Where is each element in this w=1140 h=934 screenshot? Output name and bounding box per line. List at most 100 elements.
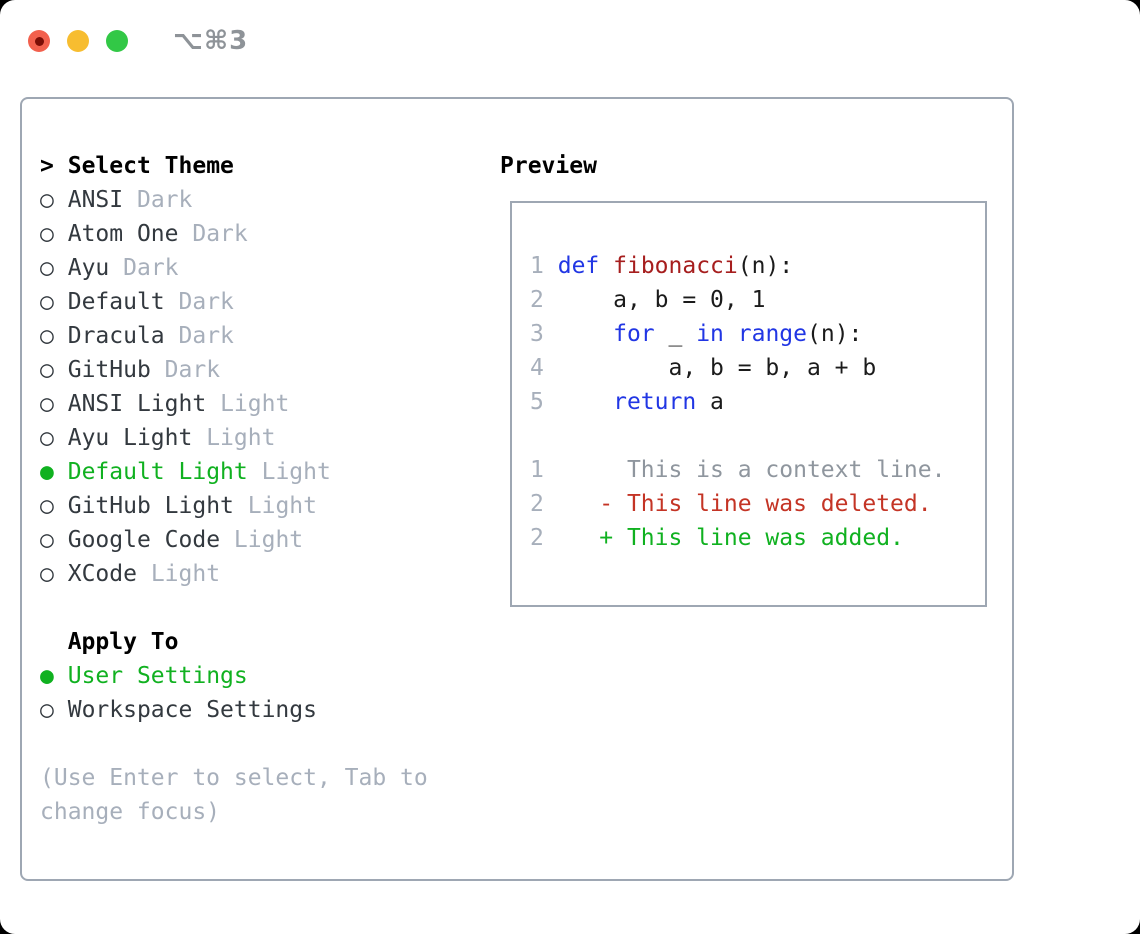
- theme-variant-tag: Light: [233, 527, 304, 553]
- blank-line: [530, 419, 985, 453]
- line-number: 3: [530, 321, 544, 347]
- theme-option-default-light[interactable]: ● Default Light Light: [40, 455, 428, 489]
- spacer: [40, 727, 428, 761]
- theme-picker-panel: > Select Theme ○ ANSI Dark○ Atom One Dar…: [20, 97, 1014, 881]
- hint-text: (Use Enter to select, Tab to change focus…: [40, 761, 428, 829]
- theme-variant-tag: Dark: [178, 289, 234, 315]
- theme-name: Dracula: [67, 323, 165, 349]
- theme-variant-tag: Light: [150, 561, 221, 587]
- radio-icon: ○: [40, 493, 54, 519]
- theme-variant-tag: Dark: [123, 255, 179, 281]
- radio-icon: ○: [40, 561, 54, 587]
- code-token: return: [613, 389, 697, 415]
- apply-to-list: ● User Settings○ Workspace Settings: [40, 659, 428, 727]
- theme-name: Default: [67, 289, 165, 315]
- code-token: fibonacci: [613, 253, 738, 279]
- code-line: 5 return a: [530, 385, 985, 419]
- code-token: [599, 253, 613, 279]
- code-token: _: [654, 321, 697, 347]
- theme-variant-tag: Light: [247, 493, 317, 519]
- theme-name: ANSI: [67, 187, 124, 213]
- radio-icon: ○: [40, 425, 54, 451]
- theme-option-xcode[interactable]: ○ XCode Light: [40, 557, 428, 591]
- diff-text: + This line was added.: [543, 525, 904, 551]
- theme-variant-tag: Dark: [136, 187, 193, 213]
- apply-to-heading: Apply To: [40, 625, 428, 659]
- code-token: for: [613, 321, 655, 347]
- theme-variant-tag: Light: [220, 391, 290, 417]
- spacer: [40, 591, 428, 625]
- diff-line: 1 This is a context line.: [530, 453, 985, 487]
- radio-icon: ○: [40, 357, 54, 383]
- theme-name: Ayu Light: [67, 425, 193, 451]
- code-line: 4 a, b = b, a + b: [530, 351, 985, 385]
- diff-text: - This line was deleted.: [543, 491, 932, 517]
- radio-icon: ○: [40, 255, 54, 281]
- hint-line: change focus): [40, 799, 221, 825]
- theme-list-column: > Select Theme ○ ANSI Dark○ Atom One Dar…: [40, 149, 428, 829]
- theme-name: Default Light: [67, 459, 248, 485]
- code-token: (n):: [807, 321, 863, 347]
- apply-option-label: User Settings: [67, 663, 248, 689]
- theme-option-ayu-light[interactable]: ○ Ayu Light Light: [40, 421, 428, 455]
- theme-list: ○ ANSI Dark○ Atom One Dark○ Ayu Dark○ De…: [40, 183, 428, 591]
- line-number: 5: [530, 389, 544, 415]
- theme-name: ANSI Light: [67, 391, 207, 417]
- hint-line: (Use Enter to select, Tab to: [40, 765, 428, 791]
- code-token: in: [696, 321, 724, 347]
- theme-variant-tag: Dark: [192, 221, 248, 247]
- radio-icon: ●: [40, 663, 54, 689]
- theme-name: GitHub Light: [67, 493, 234, 519]
- apply-option-user-settings[interactable]: ● User Settings: [40, 659, 428, 693]
- theme-option-github-light[interactable]: ○ GitHub Light Light: [40, 489, 428, 523]
- code-token: (n):: [737, 253, 794, 279]
- theme-option-google-code[interactable]: ○ Google Code Light: [40, 523, 428, 557]
- code-token: a, b = 0, 1: [557, 287, 766, 313]
- theme-option-ansi-light[interactable]: ○ ANSI Light Light: [40, 387, 428, 421]
- radio-icon: ○: [40, 221, 54, 247]
- theme-variant-tag: Light: [206, 425, 276, 451]
- theme-option-ayu[interactable]: ○ Ayu Dark: [40, 251, 428, 285]
- line-number: 1: [530, 457, 544, 483]
- theme-option-dracula[interactable]: ○ Dracula Dark: [40, 319, 428, 353]
- line-number: 2: [530, 491, 544, 517]
- apply-option-workspace-settings[interactable]: ○ Workspace Settings: [40, 693, 428, 727]
- radio-icon: ○: [40, 187, 54, 213]
- theme-option-atom-one[interactable]: ○ Atom One Dark: [40, 217, 428, 251]
- radio-icon: ○: [40, 527, 54, 553]
- radio-icon: ○: [40, 697, 54, 723]
- line-number: 4: [530, 355, 544, 381]
- line-number: 2: [530, 525, 544, 551]
- select-theme-title: Select Theme: [67, 153, 234, 179]
- theme-name: Atom One: [67, 221, 179, 247]
- theme-variant-tag: Dark: [164, 357, 221, 383]
- theme-option-default[interactable]: ○ Default Dark: [40, 285, 428, 319]
- apply-option-label: Workspace Settings: [67, 697, 317, 723]
- theme-name: Google Code: [67, 527, 221, 553]
- line-number: 2: [530, 287, 544, 313]
- theme-variant-tag: Light: [261, 459, 331, 485]
- theme-name: GitHub: [67, 357, 151, 383]
- select-theme-heading: > Select Theme: [40, 149, 428, 183]
- minimize-button[interactable]: [67, 30, 89, 52]
- theme-option-ansi[interactable]: ○ ANSI Dark: [40, 183, 428, 217]
- zoom-button[interactable]: [106, 30, 128, 52]
- code-line: 2 a, b = 0, 1: [530, 283, 985, 317]
- close-button[interactable]: [28, 30, 50, 52]
- radio-icon: ○: [40, 323, 54, 349]
- code-token: [724, 321, 738, 347]
- code-line: 1 def fibonacci(n):: [530, 249, 985, 283]
- code-line: 3 for _ in range(n):: [530, 317, 985, 351]
- diff-text: This is a context line.: [543, 457, 946, 483]
- code-token: [558, 321, 613, 347]
- diff-line: 2 - This line was deleted.: [530, 487, 985, 521]
- titlebar: ⌥⌘3: [28, 26, 248, 56]
- line-number: 1: [530, 253, 544, 279]
- diff-line: 2 + This line was added.: [530, 521, 985, 555]
- theme-option-github[interactable]: ○ GitHub Dark: [40, 353, 428, 387]
- code-token: a: [696, 389, 724, 415]
- cursor-marker: >: [40, 153, 54, 179]
- theme-name: XCode: [67, 561, 137, 587]
- code-token: [558, 389, 613, 415]
